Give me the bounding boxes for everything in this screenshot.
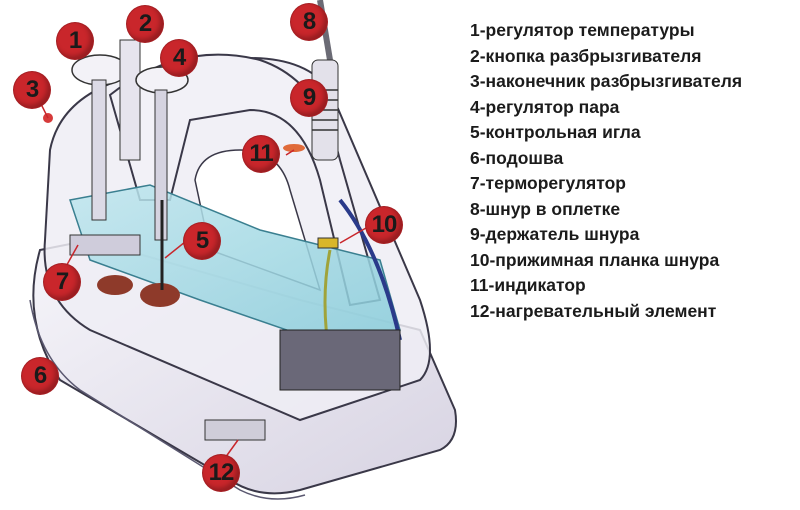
legend-item: 7-терморегулятор xyxy=(470,173,626,193)
legend-item: 10-прижимная планка шнура xyxy=(470,249,720,270)
terminal-block xyxy=(279,329,401,391)
callout-12: 12 xyxy=(203,455,239,491)
valve-seat-left xyxy=(97,275,133,295)
callout-7: 7 xyxy=(44,264,80,300)
temperature-shaft xyxy=(91,79,107,221)
legend-item: 2-кнопка разбрызгивателя xyxy=(470,45,702,66)
callout-11: 11 xyxy=(243,136,279,172)
legend-item: 9-держатель шнура xyxy=(470,224,640,244)
soleplate-edge xyxy=(29,299,306,500)
legend-item: 3-наконечник разбрызгивателя xyxy=(470,71,743,91)
callout-4: 4 xyxy=(161,40,197,76)
cord-clamp xyxy=(317,237,339,249)
legend: 1-регулятор температуры 2-кнопка разбрыз… xyxy=(470,18,742,324)
legend-item: 6-подошва xyxy=(470,147,564,168)
callout-3: 3 xyxy=(14,72,50,108)
callout-10: 10 xyxy=(366,207,402,243)
indicator-lamp xyxy=(283,144,305,152)
callout-2: 2 xyxy=(127,6,163,42)
callout-1: 1 xyxy=(57,23,93,59)
heating-element-terminal xyxy=(204,419,266,441)
callout-8: 8 xyxy=(291,4,327,40)
wire-blue xyxy=(338,198,402,341)
legend-item: 11-индикатор xyxy=(470,275,586,295)
thermostat xyxy=(69,234,141,256)
callout-6: 6 xyxy=(22,358,58,394)
legend-item: 4-регулятор пара xyxy=(470,96,620,117)
legend-item: 12-нагревательный элемент xyxy=(470,300,717,321)
spray-button xyxy=(119,39,141,161)
legend-item: 8-шнур в оплетке xyxy=(470,198,621,219)
callout-9: 9 xyxy=(291,80,327,116)
callout-5: 5 xyxy=(184,223,220,259)
iron-cutaway-illustration xyxy=(29,0,457,500)
legend-item: 5-контрольная игла xyxy=(470,122,641,142)
valve-seat-right xyxy=(140,283,180,307)
legend-item: 1-регулятор температуры xyxy=(470,20,695,40)
